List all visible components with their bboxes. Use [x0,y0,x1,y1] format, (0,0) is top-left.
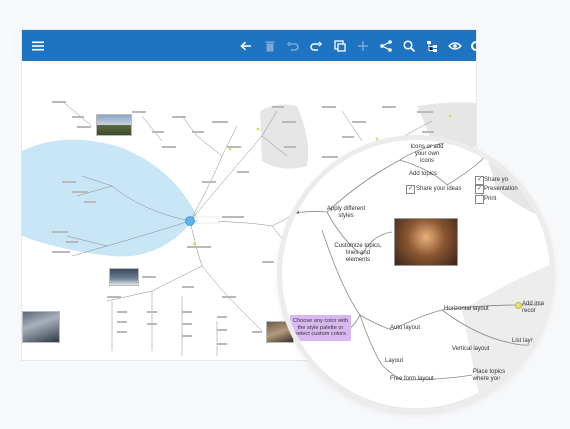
node-free-form-layout: Free form layout [390,376,434,382]
visibility-icon[interactable] [445,36,465,56]
magnified-photo-interior [394,218,458,266]
central-topic-node [185,216,195,226]
node-place-topics: Place topics where you e [472,369,506,382]
map-photo-building [109,268,139,286]
gray-highlight-region-1 [260,104,309,169]
node-share-your-ideas: Share your ideas [416,186,462,192]
node-presentation: Presentation [484,186,518,192]
copy-style-icon[interactable] [330,36,350,56]
node-layout: Layout [385,358,404,364]
node-apply-different-styles: Apply different styles [326,206,366,219]
node-change-partial: ange [286,210,300,216]
back-arrow-icon[interactable] [236,36,256,56]
add-icon[interactable] [353,36,373,56]
node-add-topics: Add topics [409,171,438,177]
node-auto-layout: Auto layout [390,325,421,331]
node-vertical-layout: Vertical layout [452,346,490,352]
checkbox-share-ideas[interactable]: ✓ [406,185,415,194]
checkbox-share-your[interactable]: ✓ [475,176,484,185]
redo-icon[interactable] [306,36,326,56]
node-customize-topics: Customize topics, lines and elements [334,243,382,263]
undo-icon[interactable] [283,36,303,56]
menu-icon[interactable] [28,36,48,56]
share-icon[interactable] [376,36,396,56]
magnifier-connections [282,140,550,408]
mind-map-canvas[interactable] [22,61,476,360]
gray-highlight-region-2 [417,102,476,150]
marker-dot [515,302,522,309]
hierarchy-icon[interactable] [422,36,442,56]
toolbar [22,30,476,61]
node-list-layout: List layo [512,338,535,344]
node-print: Print [484,196,497,202]
mind-map-graph [22,100,476,356]
marker-dots [192,114,452,246]
delete-icon[interactable] [260,36,280,56]
checkbox-presentation[interactable]: ✓ [475,185,484,194]
map-photo-bridge [22,311,60,343]
node-horizontal-layout: Horizontal layout [444,306,489,312]
node-share-your: Share yo [484,177,509,183]
checkbox-print[interactable] [475,195,484,204]
settings-icon[interactable] [466,36,476,56]
style-palette-note: Choose any color with the style palette … [290,315,351,341]
blue-highlight-region [22,139,197,257]
search-icon[interactable] [399,36,419,56]
map-photo-landscape [96,114,132,136]
central-topic-label-box [196,216,220,224]
